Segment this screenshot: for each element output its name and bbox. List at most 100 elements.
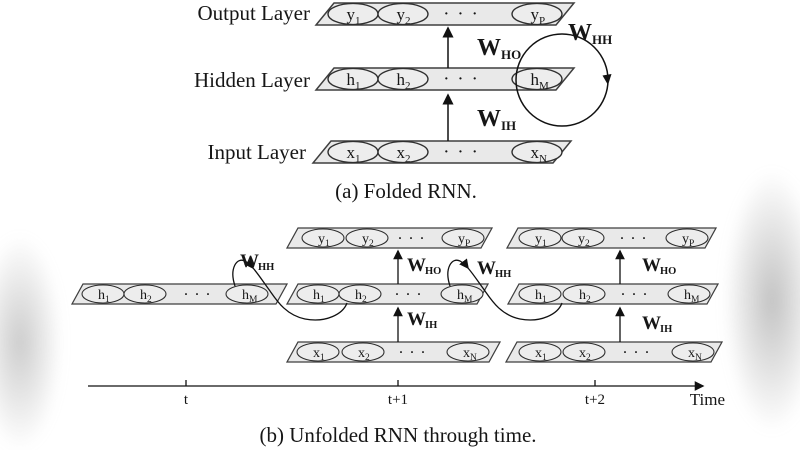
svg-text:W: W [642, 313, 661, 334]
svg-text:N: N [695, 353, 702, 363]
whh-loop-t-t1 [232, 258, 254, 287]
svg-text:h: h [457, 288, 464, 303]
svg-text:1: 1 [325, 239, 330, 249]
node-ellipse-x2 [377, 140, 429, 164]
svg-text:1: 1 [355, 80, 361, 92]
node-ellipse-y1-t1 [301, 228, 345, 248]
input-bar-shape [311, 140, 573, 164]
svg-text:2: 2 [586, 353, 591, 363]
svg-text:y: y [535, 232, 542, 247]
svg-text:x: x [579, 346, 586, 361]
svg-text:2: 2 [585, 239, 590, 249]
svg-text:N: N [470, 353, 477, 363]
svg-text:· · ·: · · · [395, 287, 423, 301]
input-bar-shape-t2 [504, 341, 724, 363]
node-h1: h [347, 70, 356, 89]
svg-text:1: 1 [542, 295, 547, 305]
svg-text:h: h [535, 288, 542, 303]
node-ellipse-x2-t2 [562, 342, 606, 362]
svg-text:y: y [362, 232, 369, 247]
node-ellipse-yP-t1 [441, 228, 485, 248]
svg-text:1: 1 [320, 295, 325, 305]
svg-text:h: h [684, 288, 691, 303]
svg-text:W: W [568, 20, 592, 46]
node-ellipse-hM-t1 [440, 284, 484, 304]
node-ellipse-y1-t2 [518, 228, 562, 248]
hidden-layer-label: Hidden Layer [194, 68, 310, 92]
svg-text:W: W [240, 251, 259, 272]
node-yP: y [531, 5, 540, 24]
svg-text:M: M [249, 295, 258, 305]
svg-text:y: y [682, 232, 689, 247]
svg-text:2: 2 [369, 239, 374, 249]
node-ellipse-hM [511, 67, 563, 91]
svg-text:h: h [355, 288, 362, 303]
caption-b: (b) Unfolded RNN through time. [259, 423, 536, 447]
whh-arrow-t1-t2 [447, 258, 563, 321]
whh-label-t1-t2: W HH [477, 258, 511, 280]
svg-text:· · ·: · · · [399, 345, 427, 359]
tick-label-t: t [184, 392, 189, 408]
who-label-a: W HO [477, 35, 521, 62]
who-label-t2: W HO [642, 255, 676, 277]
node-xN: x [531, 143, 540, 162]
svg-text:HH: HH [592, 32, 612, 47]
svg-text:· · ·: · · · [620, 231, 648, 245]
svg-text:M: M [464, 295, 473, 305]
svg-text:· · ·: · · · [184, 287, 212, 301]
svg-text:W: W [642, 255, 661, 276]
svg-text:h: h [242, 288, 249, 303]
node-ellipse-h2-t2 [562, 284, 606, 304]
node-ellipse-xN-t2 [671, 342, 715, 362]
wih-label-t1: W IH [407, 309, 437, 331]
who-label-t1: W HO [407, 255, 441, 277]
svg-text:N: N [539, 153, 547, 165]
svg-text:x: x [688, 346, 695, 361]
wih-label-a: W IH [477, 106, 516, 133]
svg-text:W: W [477, 35, 501, 61]
svg-text:W: W [477, 106, 501, 132]
node-ellipse-yP [511, 2, 563, 26]
whh-label-t-t1: W HH [240, 251, 274, 273]
node-ellipse-y2 [377, 2, 429, 26]
svg-text:HO: HO [501, 47, 521, 62]
tick-label-t1: t+1 [388, 392, 408, 408]
caption-a: (a) Folded RNN. [335, 179, 477, 203]
node-ellipse-hM-t2 [667, 284, 711, 304]
wih-label-t2: W IH [642, 313, 672, 335]
whh-swoosh-t-t1 [252, 267, 348, 321]
input-layer-label: Input Layer [207, 140, 306, 164]
svg-text:P: P [689, 239, 694, 249]
svg-text:· · ·: · · · [398, 231, 426, 245]
node-ellipse-h2-t [123, 284, 167, 304]
node-ellipse-x1-t1 [296, 342, 340, 362]
node-y1: y [347, 5, 356, 24]
svg-text:IH: IH [660, 324, 672, 335]
svg-text:h: h [98, 288, 105, 303]
tick-label-t2: t+2 [585, 392, 605, 408]
whh-swoosh-t1-t2 [467, 267, 563, 321]
svg-text:y: y [458, 232, 465, 247]
ellipsis-dots: · · · [444, 145, 480, 160]
svg-text:2: 2 [147, 295, 152, 305]
output-layer-label: Output Layer [197, 1, 310, 25]
svg-text:1: 1 [105, 295, 110, 305]
node-ellipse-h2 [377, 67, 429, 91]
node-ellipse-x1-t2 [518, 342, 562, 362]
svg-text:HO: HO [425, 266, 441, 277]
svg-text:1: 1 [355, 153, 361, 165]
whh-label-a: W HH [568, 20, 612, 47]
whh-arrow-t-t1 [232, 258, 348, 321]
svg-text:W: W [407, 309, 426, 330]
svg-text:M: M [539, 80, 549, 92]
